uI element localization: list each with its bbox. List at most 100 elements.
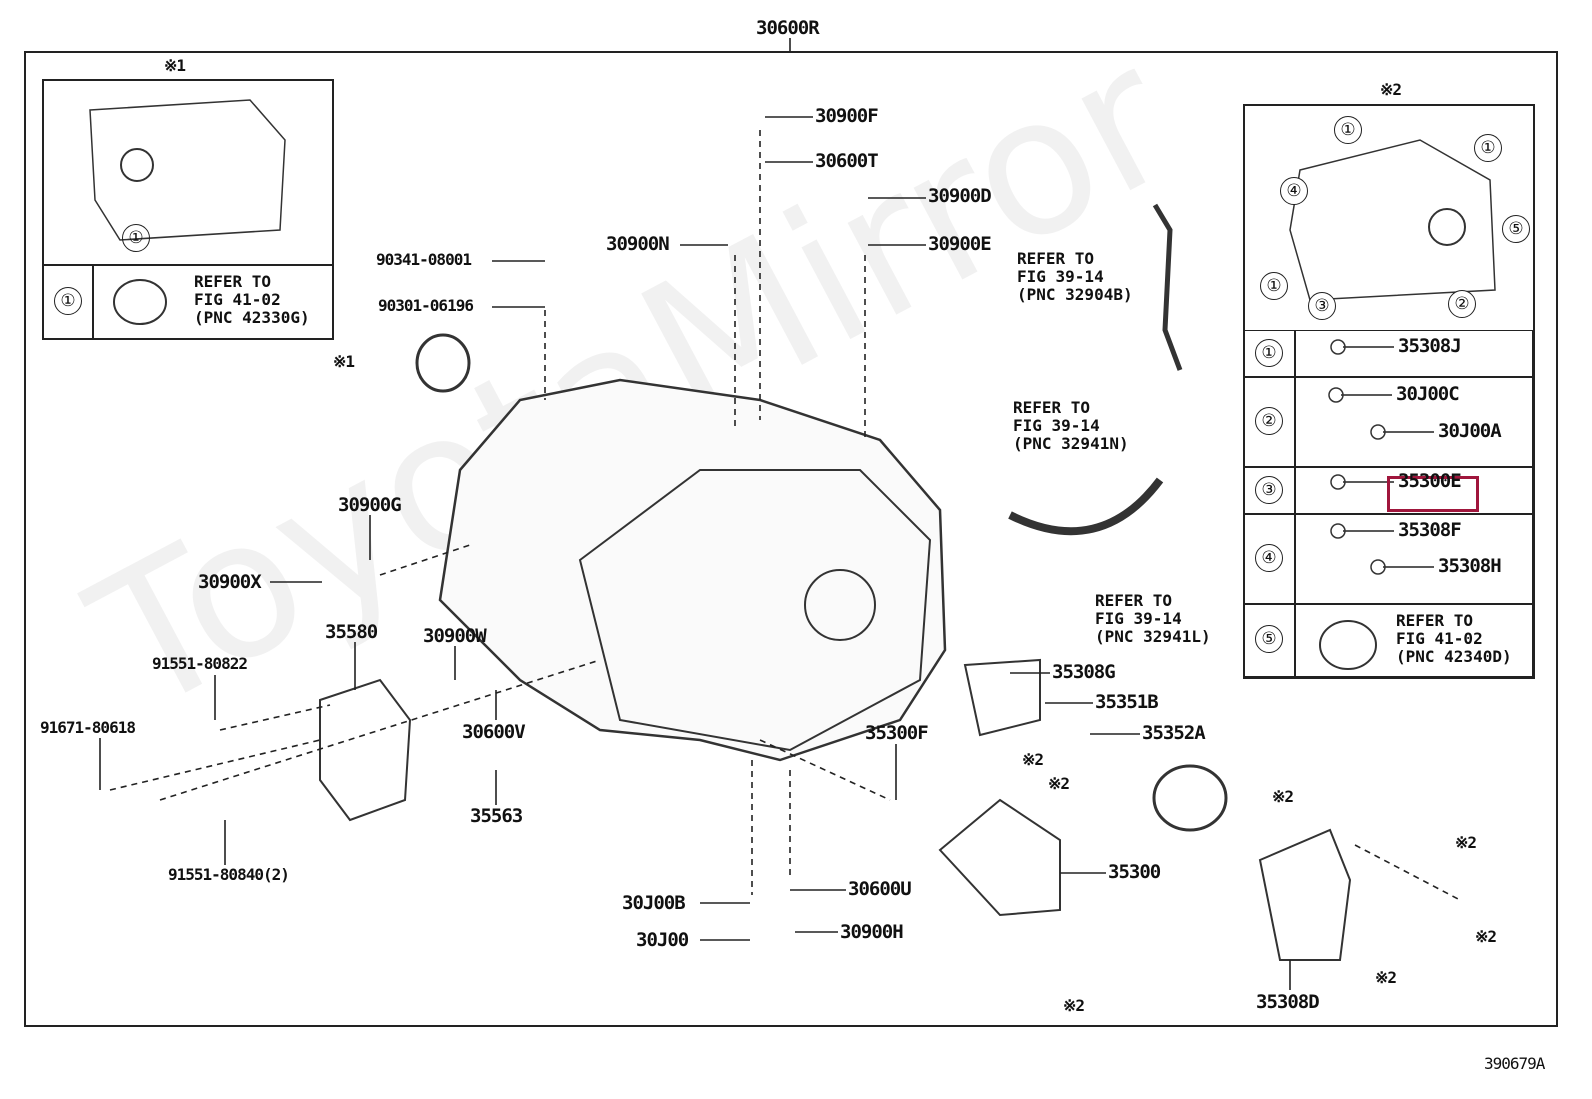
inset2-row-num: ②: [1255, 407, 1283, 435]
reference-mark: ※2: [1063, 996, 1085, 1015]
dashed-leader: [1354, 844, 1461, 901]
part-icon: [1330, 474, 1346, 490]
inset2-divider: [1294, 466, 1296, 515]
part-label: 90301-06196: [378, 296, 474, 315]
part-label: 30900X: [198, 571, 262, 593]
hose-32941L: [1008, 477, 1164, 536]
part-label: 91671-80618: [40, 718, 136, 737]
inset1-divider: [92, 264, 94, 338]
part-icon: [1328, 387, 1344, 403]
inset2-row-num: ①: [1255, 339, 1283, 367]
transaxle-housing: [438, 378, 947, 762]
part-label: 35352A: [1142, 722, 1206, 744]
dashed-leader: [219, 704, 331, 731]
part-label: 30900E: [928, 233, 992, 255]
bracket-35300: [938, 798, 1061, 917]
part-label: 91551-80822: [152, 654, 248, 673]
bearing-seal: [1152, 764, 1228, 832]
inset2-seal: [1428, 208, 1466, 246]
part-label: 30600V: [462, 721, 526, 743]
inset2-row: [1243, 376, 1533, 468]
inset1-seal: [120, 148, 154, 182]
part-label: 30900D: [928, 185, 992, 207]
inset2-row-num: ⑤: [1255, 625, 1283, 653]
inset2-part-label: 30J00C: [1396, 383, 1460, 405]
inset2-row-num: ④: [1255, 544, 1283, 572]
inset1-callout: ①: [122, 224, 150, 252]
inset2: [1243, 104, 1535, 679]
part-label: 35563: [470, 805, 523, 827]
oil-seal: [415, 333, 471, 393]
part-label: 91551-80840(2): [168, 865, 290, 884]
inset2-callout: ④: [1280, 177, 1308, 205]
inset2-callout: ①: [1260, 272, 1288, 300]
inset2-callout: ②: [1448, 290, 1476, 318]
part-label: 30600U: [848, 878, 912, 900]
part-label: 30900W: [423, 625, 487, 647]
part-label: 30600T: [815, 150, 879, 172]
dashed-leader: [109, 739, 321, 791]
part-label: 30900N: [606, 233, 670, 255]
dashed-leader: [379, 544, 471, 576]
refer-note: REFER TO FIG 39-14 (PNC 32904B): [1017, 249, 1133, 304]
part-label: 35351B: [1095, 691, 1159, 713]
housing-face: [578, 469, 932, 752]
inset2-divider: [1294, 330, 1296, 378]
inset2-row: [1243, 466, 1533, 515]
part-label: 30900F: [815, 105, 879, 127]
inset1-housing: [89, 99, 286, 241]
reference-mark: ※2: [1455, 833, 1477, 852]
part-label: 35308D: [1256, 991, 1320, 1013]
part-label: 90341-08001: [376, 250, 472, 269]
inset2-row-num: ③: [1255, 475, 1283, 504]
inset2-callout: ①: [1334, 116, 1362, 144]
reference-mark: ※1: [333, 352, 355, 371]
part-icon: [1370, 559, 1386, 575]
part-label: 30600R: [756, 17, 820, 39]
pipe-32904B: [1152, 203, 1183, 371]
inset2-row-note: REFER TO FIG 41-02 (PNC 42340D): [1396, 611, 1512, 666]
part-label: 35580: [325, 621, 378, 643]
inset2-housing: [1289, 139, 1496, 301]
refer-note: REFER TO FIG 39-14 (PNC 32941N): [1013, 398, 1129, 453]
inset1-divider: [42, 264, 332, 266]
refer-note: REFER TO FIG 39-14 (PNC 32941L): [1095, 591, 1211, 646]
inset2-divider: [1294, 376, 1296, 468]
inset1-row-note: REFER TO FIG 41-02 (PNC 42330G): [194, 272, 310, 327]
inset2-mark: ※2: [1380, 80, 1402, 99]
inset1: [42, 79, 334, 340]
dashed-leader: [759, 739, 891, 801]
part-label: 30900G: [338, 494, 402, 516]
seal-icon: [1319, 620, 1377, 670]
inset2-row: [1243, 513, 1533, 605]
inset1-mark: ※1: [164, 56, 186, 75]
part-label: 35300F: [865, 722, 929, 744]
part-label: 35308G: [1052, 661, 1116, 683]
highlight-box: [1387, 476, 1479, 512]
reference-mark: ※2: [1272, 787, 1294, 806]
reference-mark: ※2: [1375, 968, 1397, 987]
seal-icon: [113, 279, 167, 325]
part-label: 30J00: [636, 929, 689, 951]
reference-mark: ※2: [1022, 750, 1044, 769]
oil-pump: [319, 678, 412, 822]
inset2-divider: [1294, 603, 1296, 677]
figure-id: 390679A: [1484, 1054, 1545, 1073]
reference-mark: ※2: [1048, 774, 1070, 793]
inset2-part-label: 35308F: [1398, 519, 1462, 541]
bearing-bore: [804, 569, 876, 641]
part-label: 30J00B: [622, 892, 686, 914]
inset2-callout: ①: [1474, 134, 1502, 162]
part-label: 30900H: [840, 921, 904, 943]
inset2-part-label: 35300E: [1398, 470, 1462, 492]
inset2-part-label: 35308H: [1438, 555, 1502, 577]
diagram-frame: [24, 51, 1558, 1027]
inset2-row: [1243, 330, 1533, 378]
inset1-row-num: ①: [54, 287, 82, 315]
inset2-row: [1243, 603, 1533, 677]
inset2-part-label: 35308J: [1398, 335, 1462, 357]
inset2-part-label: 30J00A: [1438, 420, 1502, 442]
gasket-35308G: [963, 658, 1041, 737]
